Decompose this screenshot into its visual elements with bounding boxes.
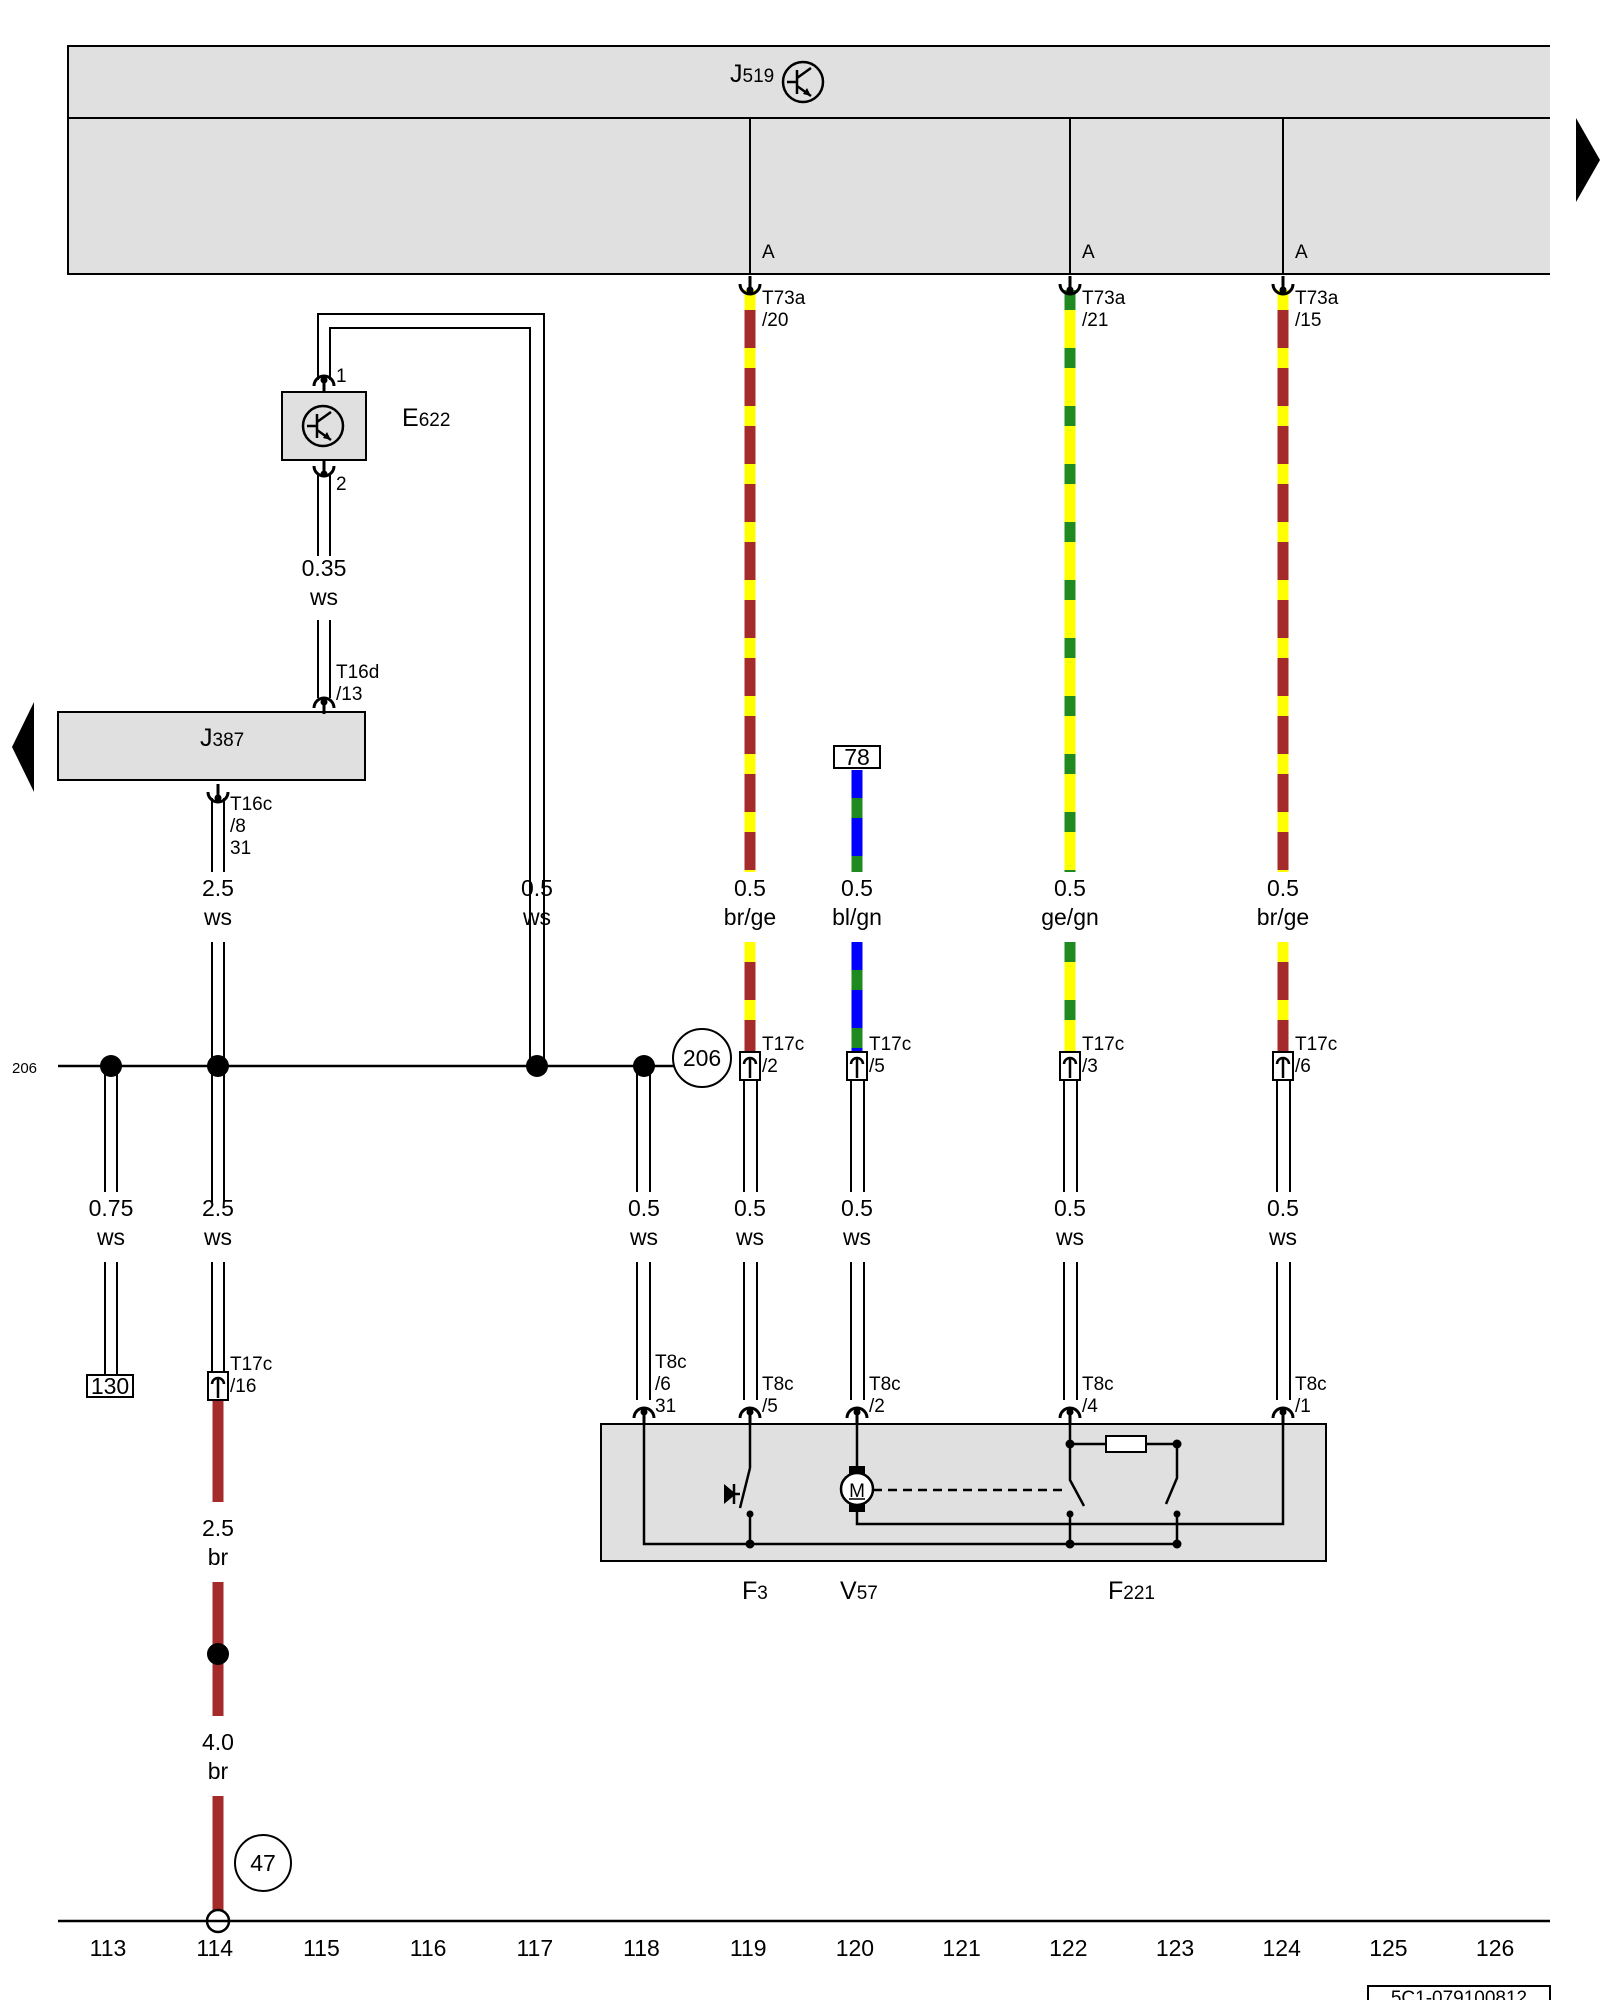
conn-t17c-6: T17c/6	[1295, 1034, 1337, 1077]
wiper-motor-assembly: M F3 V57 F221	[600, 1412, 1327, 1605]
plug-t17c-3	[1059, 1051, 1081, 1081]
plug-t16d-13	[312, 696, 336, 714]
resistor-icon	[1105, 1435, 1147, 1453]
conn-t16d-13: T16d/13	[336, 662, 379, 705]
conn-t8c-2: T8c/2	[869, 1374, 901, 1417]
column-number-118: 118	[623, 1935, 660, 1961]
transistor-symbol-icon	[301, 404, 345, 448]
plug-t16c-8	[206, 784, 230, 804]
continue-right-arrow-icon	[1576, 118, 1600, 202]
column-number-119: 119	[730, 1935, 767, 1961]
brake-symbol-icon	[724, 1484, 736, 1504]
j387-label: J387	[200, 724, 244, 752]
svg-text:1: 1	[336, 366, 347, 387]
svg-text:130: 130	[91, 1373, 129, 1399]
column-number-122: 122	[1049, 1935, 1087, 1961]
plug-t17c-6	[1272, 1051, 1294, 1081]
splice-114	[207, 1643, 229, 1665]
plug-t73a-21	[1058, 276, 1082, 296]
column-number-121: 121	[942, 1935, 980, 1961]
plug-t73a-15	[1271, 276, 1295, 296]
motor-icon: M	[839, 1466, 875, 1512]
bus-206-left-label: 206	[12, 1060, 37, 1077]
continue-left-arrow-icon	[12, 702, 34, 792]
column-number-123: 123	[1156, 1935, 1194, 1961]
conn-t8c-1: T8c/1	[1295, 1374, 1327, 1417]
v57-label: V57	[840, 1577, 878, 1605]
conn-t17c-5: T17c/5	[869, 1034, 911, 1077]
svg-text:206: 206	[683, 1045, 721, 1071]
ref-box-130: 130	[86, 1373, 134, 1399]
conn-t8c-4: T8c/4	[1082, 1374, 1114, 1417]
bus-line-206: 206 206	[12, 1028, 732, 1088]
j519-marker-122: A	[1082, 242, 1095, 263]
column-number-120: 120	[836, 1935, 874, 1961]
column-number-117: 117	[516, 1935, 553, 1961]
ref-circle-206	[672, 1028, 732, 1088]
e622-pin-1: 1	[312, 366, 347, 392]
column-number-124: 124	[1263, 1935, 1302, 1961]
j519-label: J519	[730, 60, 774, 88]
column-number-116: 116	[410, 1935, 447, 1961]
conn-t73a-15: T73a/15	[1295, 288, 1339, 331]
svg-text:78: 78	[844, 744, 870, 770]
f221-label: F221	[1108, 1577, 1155, 1605]
conn-t8c-5: T8c/5	[762, 1374, 794, 1417]
colored-wires	[212, 290, 1289, 1912]
svg-text:2: 2	[336, 474, 347, 495]
svg-text:5C1-079100812: 5C1-079100812	[1391, 1988, 1527, 2000]
column-number-115: 115	[303, 1935, 340, 1961]
svg-text:47: 47	[250, 1850, 276, 1876]
j519-marker-119: A	[762, 242, 775, 263]
j519-control-unit: J519 A A A	[67, 45, 1550, 275]
column-number-126: 126	[1476, 1935, 1514, 1961]
e622-label: E622	[402, 404, 450, 432]
plug-t17c-5	[846, 1051, 868, 1081]
ref-box-78: 78	[833, 744, 881, 770]
conn-t17c-16: T17c/16	[230, 1354, 272, 1397]
plug-t17c-16	[207, 1371, 229, 1401]
column-number-113: 113	[90, 1935, 127, 1961]
e622-pin-2: 2	[312, 460, 347, 495]
e622-sensor: E622	[281, 391, 450, 461]
column-number-125: 125	[1369, 1935, 1407, 1961]
conn-t73a-21: T73a/21	[1082, 288, 1126, 331]
plug-t73a-20	[738, 276, 762, 296]
conn-t17c-2: T17c/2	[762, 1034, 804, 1077]
j519-marker-124: A	[1295, 242, 1308, 263]
j387-control-unit: J387	[57, 711, 366, 781]
conn-t17c-3: T17c/3	[1082, 1034, 1124, 1077]
transistor-symbol-icon	[781, 60, 825, 104]
white-wires	[104, 313, 1291, 1400]
column-numbers: 113 114 115 116 117 118 119 120 121 122 123 124 125 1…	[90, 1935, 1515, 1961]
svg-text:M: M	[849, 1481, 865, 1502]
f3-label: F3	[742, 1577, 768, 1605]
plug-t17c-2	[739, 1051, 761, 1081]
conn-t73a-20: T73a/20	[762, 288, 806, 331]
drawing-number-box: 5C1-079100812	[1367, 1985, 1551, 2000]
column-number-114: 114	[196, 1935, 233, 1961]
ref-circle-47	[234, 1834, 292, 1892]
